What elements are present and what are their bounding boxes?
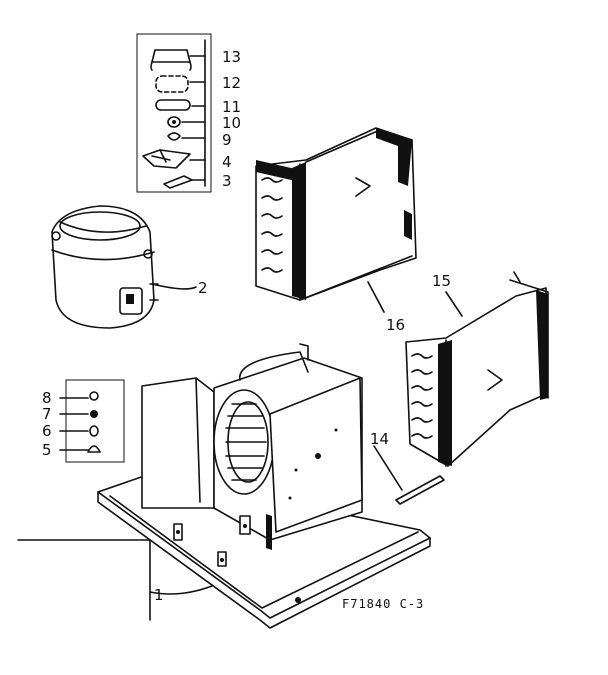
base-pan-assembly: 1 (17, 343, 431, 629)
hardware-kit-group: 13 12 11 10 9 4 3 (136, 33, 241, 193)
partition-strip: 14 (370, 430, 445, 505)
condenser-coil: 16 (255, 127, 417, 334)
label-15: 15 (432, 272, 451, 290)
label-2: 2 (198, 279, 208, 297)
label-11: 11 (222, 98, 241, 116)
label-6: 6 (42, 422, 52, 440)
label-12: 12 (222, 74, 241, 92)
label-5: 5 (42, 441, 52, 459)
label-14: 14 (370, 430, 389, 448)
label-1: 1 (154, 586, 164, 604)
evaporator-coil: 15 (405, 271, 549, 467)
evaporator-coil-fins (411, 353, 433, 439)
figure-code: F71840 C-3 (342, 597, 424, 611)
label-16: 16 (386, 316, 405, 334)
condenser-coil-fins (261, 177, 283, 273)
label-13: 13 (222, 48, 241, 66)
compressor: 2 (51, 205, 208, 329)
label-9: 9 (222, 131, 232, 149)
label-8: 8 (42, 389, 52, 407)
label-10: 10 (222, 114, 241, 132)
label-3: 3 (222, 172, 232, 190)
label-7: 7 (42, 405, 52, 423)
label-4: 4 (222, 153, 232, 171)
small-parts-group: 8 7 6 5 (42, 379, 125, 463)
